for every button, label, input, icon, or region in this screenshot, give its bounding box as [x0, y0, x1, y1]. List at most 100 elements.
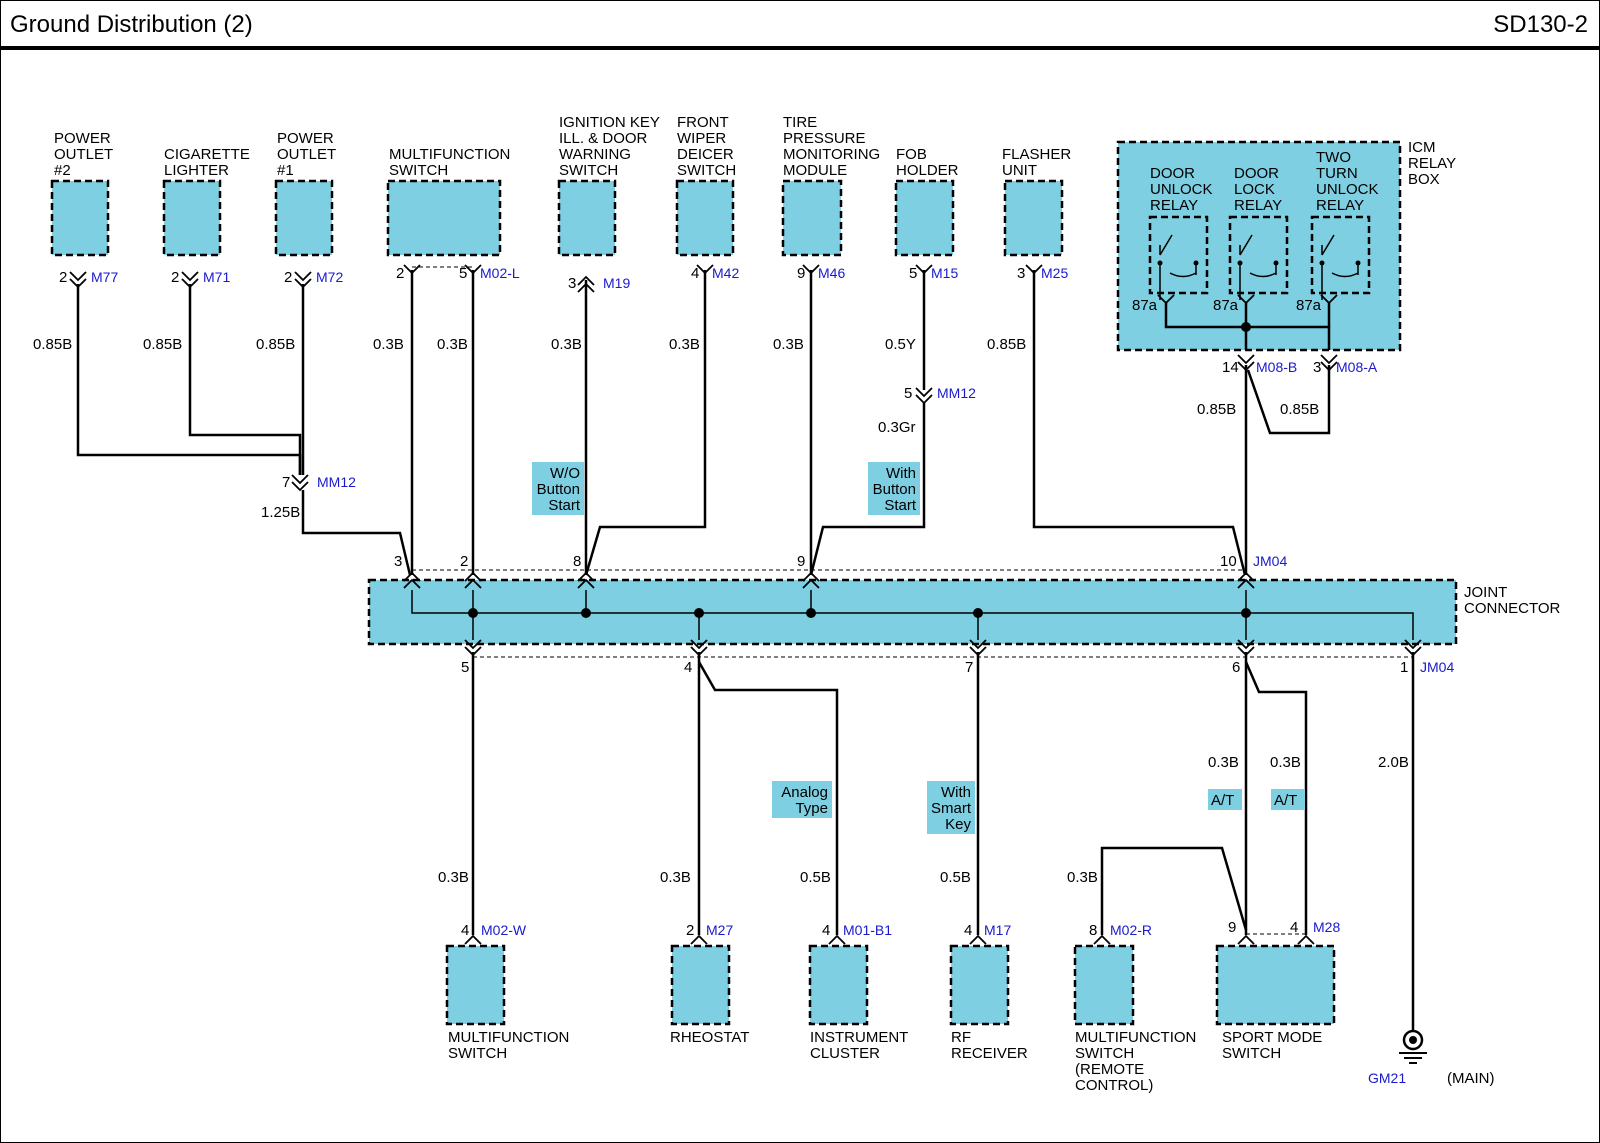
pin-m19: 3 [568, 275, 576, 292]
wire-m71: 0.85B [143, 336, 182, 353]
pin-m02l-b: 5 [459, 265, 467, 282]
conn-mm12-main: MM12 [317, 474, 356, 490]
pin-m72: 2 [284, 269, 292, 286]
pin-m42: 4 [691, 265, 699, 282]
ignition-key-box [557, 179, 617, 257]
door-lock-relay-box [1228, 215, 1289, 295]
conn-jm04-top: JM04 [1253, 553, 1287, 569]
pin-mm12-fob: 5 [904, 385, 912, 402]
conn-m08a: M08-A [1336, 359, 1378, 375]
pin-m71: 2 [171, 269, 179, 286]
pin-m46: 9 [797, 265, 805, 282]
pin-m17: 4 [964, 922, 972, 939]
rheostat-label: RHEOSTAT [670, 1029, 749, 1046]
ground-suffix: (MAIN) [1447, 1070, 1495, 1087]
pin-m77: 2 [59, 269, 67, 286]
pin-relay-2: 87a [1213, 297, 1239, 314]
wire-m77: 0.85B [33, 336, 72, 353]
power-outlet-2-box [50, 179, 110, 257]
conn-m02w: M02-W [481, 922, 527, 938]
door-unlock-relay-box [1148, 215, 1209, 295]
pin-relay-1: 87a [1132, 297, 1158, 314]
wire-m02r: 0.3B [1067, 869, 1098, 886]
conn-m02r: M02-R [1110, 922, 1152, 938]
pin-jm-4: 4 [684, 659, 692, 676]
pin-relay-3: 87a [1296, 297, 1322, 314]
conn-m77: M77 [91, 269, 118, 285]
wire-mm12-fob-out: 0.3Gr [878, 419, 916, 436]
pin-jm-5: 5 [461, 659, 469, 676]
header-bar: Ground Distribution (2) SD130-2 [0, 0, 1600, 50]
wire-at-b: 0.3B [1270, 754, 1301, 771]
conn-mm12-fob: MM12 [937, 385, 976, 401]
wires [76, 270, 1415, 1030]
conn-m01b1: M01-B1 [843, 922, 892, 938]
flasher-unit-box [1003, 179, 1064, 257]
rheostat-box [670, 944, 731, 1026]
conn-m19: M19 [603, 275, 630, 291]
pin-m15: 5 [909, 265, 917, 282]
pin-jm-9: 9 [797, 553, 805, 570]
wire-m25: 0.85B [987, 336, 1026, 353]
wire-m15: 0.5Y [885, 336, 916, 353]
pin-m25: 3 [1017, 265, 1025, 282]
diagram-code: SD130-2 [1493, 11, 1588, 38]
conn-m08b: M08-B [1256, 359, 1297, 375]
conn-m15: M15 [931, 265, 958, 281]
wire-m08a: 0.85B [1280, 401, 1319, 418]
fob-holder-box [894, 179, 955, 257]
conn-m02l: M02-L [480, 265, 520, 281]
pin-m02w: 4 [461, 922, 469, 939]
wire-m72: 0.85B [256, 336, 295, 353]
wire-at-a: 0.3B [1208, 754, 1239, 771]
tpms-box [781, 179, 843, 257]
wire-m02l-b: 0.3B [437, 336, 468, 353]
sport-mode-switch-box [1215, 944, 1336, 1026]
pin-m01b1: 4 [822, 922, 830, 939]
pin-jm-8: 8 [573, 553, 581, 570]
wire-ground: 2.0B [1378, 754, 1409, 771]
ground-icon [1399, 1029, 1427, 1064]
two-turn-unlock-relay-box [1310, 215, 1371, 295]
pin-m08a: 3 [1313, 359, 1321, 376]
conn-gm21: GM21 [1368, 1070, 1406, 1086]
page-title: Ground Distribution (2) [10, 11, 253, 38]
joint-connector [367, 578, 1458, 646]
wire-m01b1: 0.5B [800, 869, 831, 886]
cigarette-lighter-box [162, 179, 222, 257]
conn-m71: M71 [203, 269, 230, 285]
pin-mm12-main: 7 [282, 474, 290, 491]
wire-mm12-out: 1.25B [261, 504, 300, 521]
pin-jm-3: 3 [394, 553, 402, 570]
multifunction-remote-box [1073, 944, 1135, 1026]
conn-jm04-bottom: JM04 [1420, 659, 1454, 675]
conn-m42: M42 [712, 265, 739, 281]
pin-jm-6: 6 [1232, 659, 1240, 676]
conn-m27: M27 [706, 922, 733, 938]
wire-m27: 0.3B [660, 869, 691, 886]
rf-receiver-box [949, 944, 1010, 1026]
front-wiper-box [675, 179, 735, 257]
pin-jm-10: 10 [1220, 553, 1237, 570]
conn-m72: M72 [316, 269, 343, 285]
connector-chevrons [69, 264, 1422, 945]
wire-m46: 0.3B [773, 336, 804, 353]
multifunction-switch-bottom-box [445, 944, 506, 1026]
pin-m27: 2 [686, 922, 694, 939]
